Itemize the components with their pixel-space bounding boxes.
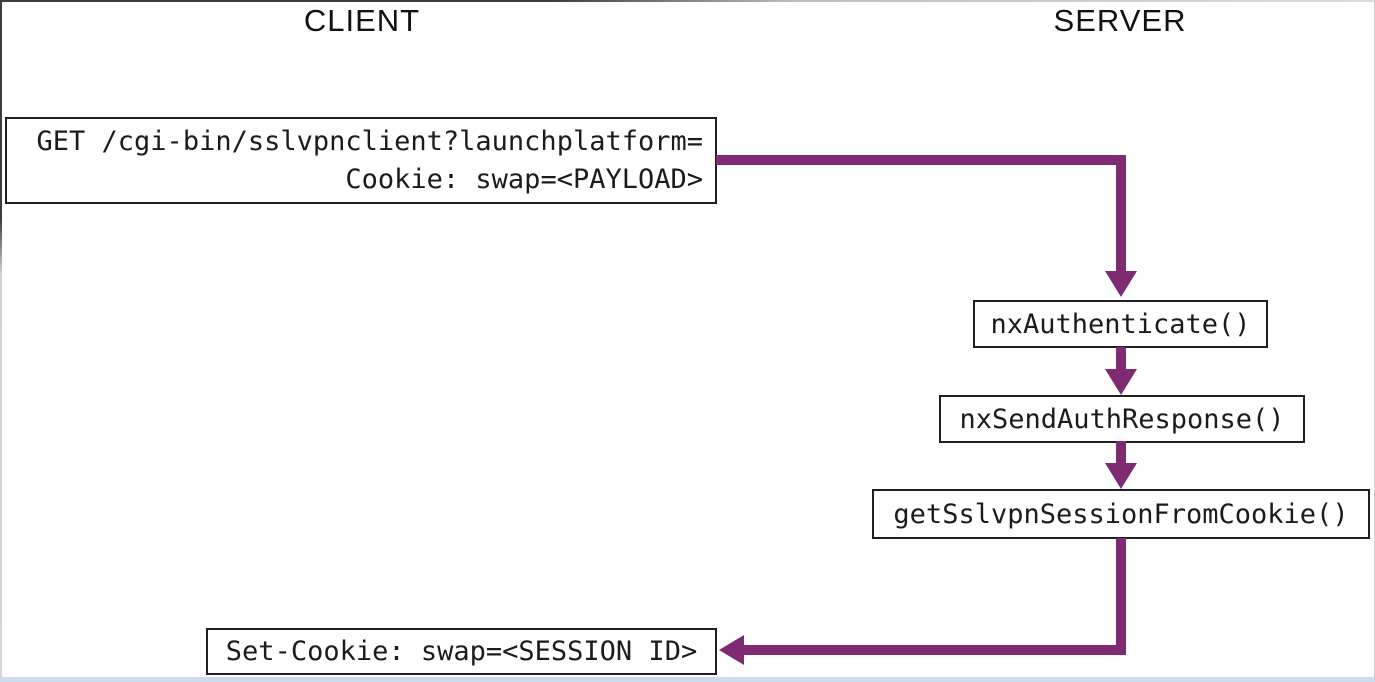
screenshot-top-edge [0, 0, 1375, 2]
fn-getsslvpnsessionfromcookie-box: getSslvpnSessionFromCookie() [872, 489, 1370, 539]
fn-flow-arrow-2-head-icon [1105, 463, 1137, 489]
http-request-line: GET /cgi-bin/sslvpnclient?launchplatform… [36, 126, 703, 157]
fn-flow-arrow-1-head-icon [1105, 369, 1137, 395]
request-arrow-horizontal-segment [716, 155, 1126, 165]
fn-nxauthenticate-box: nxAuthenticate() [973, 300, 1268, 348]
request-arrow-vertical-segment [1116, 155, 1126, 273]
server-column-label: SERVER [1053, 3, 1187, 38]
fn-flow-arrow-1-shaft [1116, 347, 1126, 371]
response-arrowhead-left-icon [719, 635, 744, 665]
response-arrow-horizontal-segment [742, 645, 1126, 655]
set-cookie-response-box: Set-Cookie: swap=<SESSION ID> [206, 628, 717, 675]
fn-nxsendauthresponse-label: nxSendAuthResponse() [959, 403, 1285, 435]
set-cookie-response-label: Set-Cookie: swap=<SESSION ID> [225, 636, 698, 667]
http-request-box: GET /cgi-bin/sslvpnclient?launchplatform… [5, 117, 717, 204]
screenshot-left-edge [0, 0, 2, 682]
client-column-label: CLIENT [303, 3, 421, 38]
fn-flow-arrow-2-shaft [1116, 441, 1126, 465]
response-arrow-vertical-segment [1116, 538, 1126, 655]
fn-nxauthenticate-label: nxAuthenticate() [990, 308, 1251, 340]
bottom-highlight-strip [0, 677, 1375, 682]
fn-nxsendauthresponse-box: nxSendAuthResponse() [939, 395, 1305, 443]
request-arrowhead-down-icon [1105, 271, 1137, 297]
http-request-cookie-line: Cookie: swap=<PAYLOAD> [345, 164, 703, 195]
fn-getsslvpnsessionfromcookie-label: getSslvpnSessionFromCookie() [893, 498, 1349, 530]
